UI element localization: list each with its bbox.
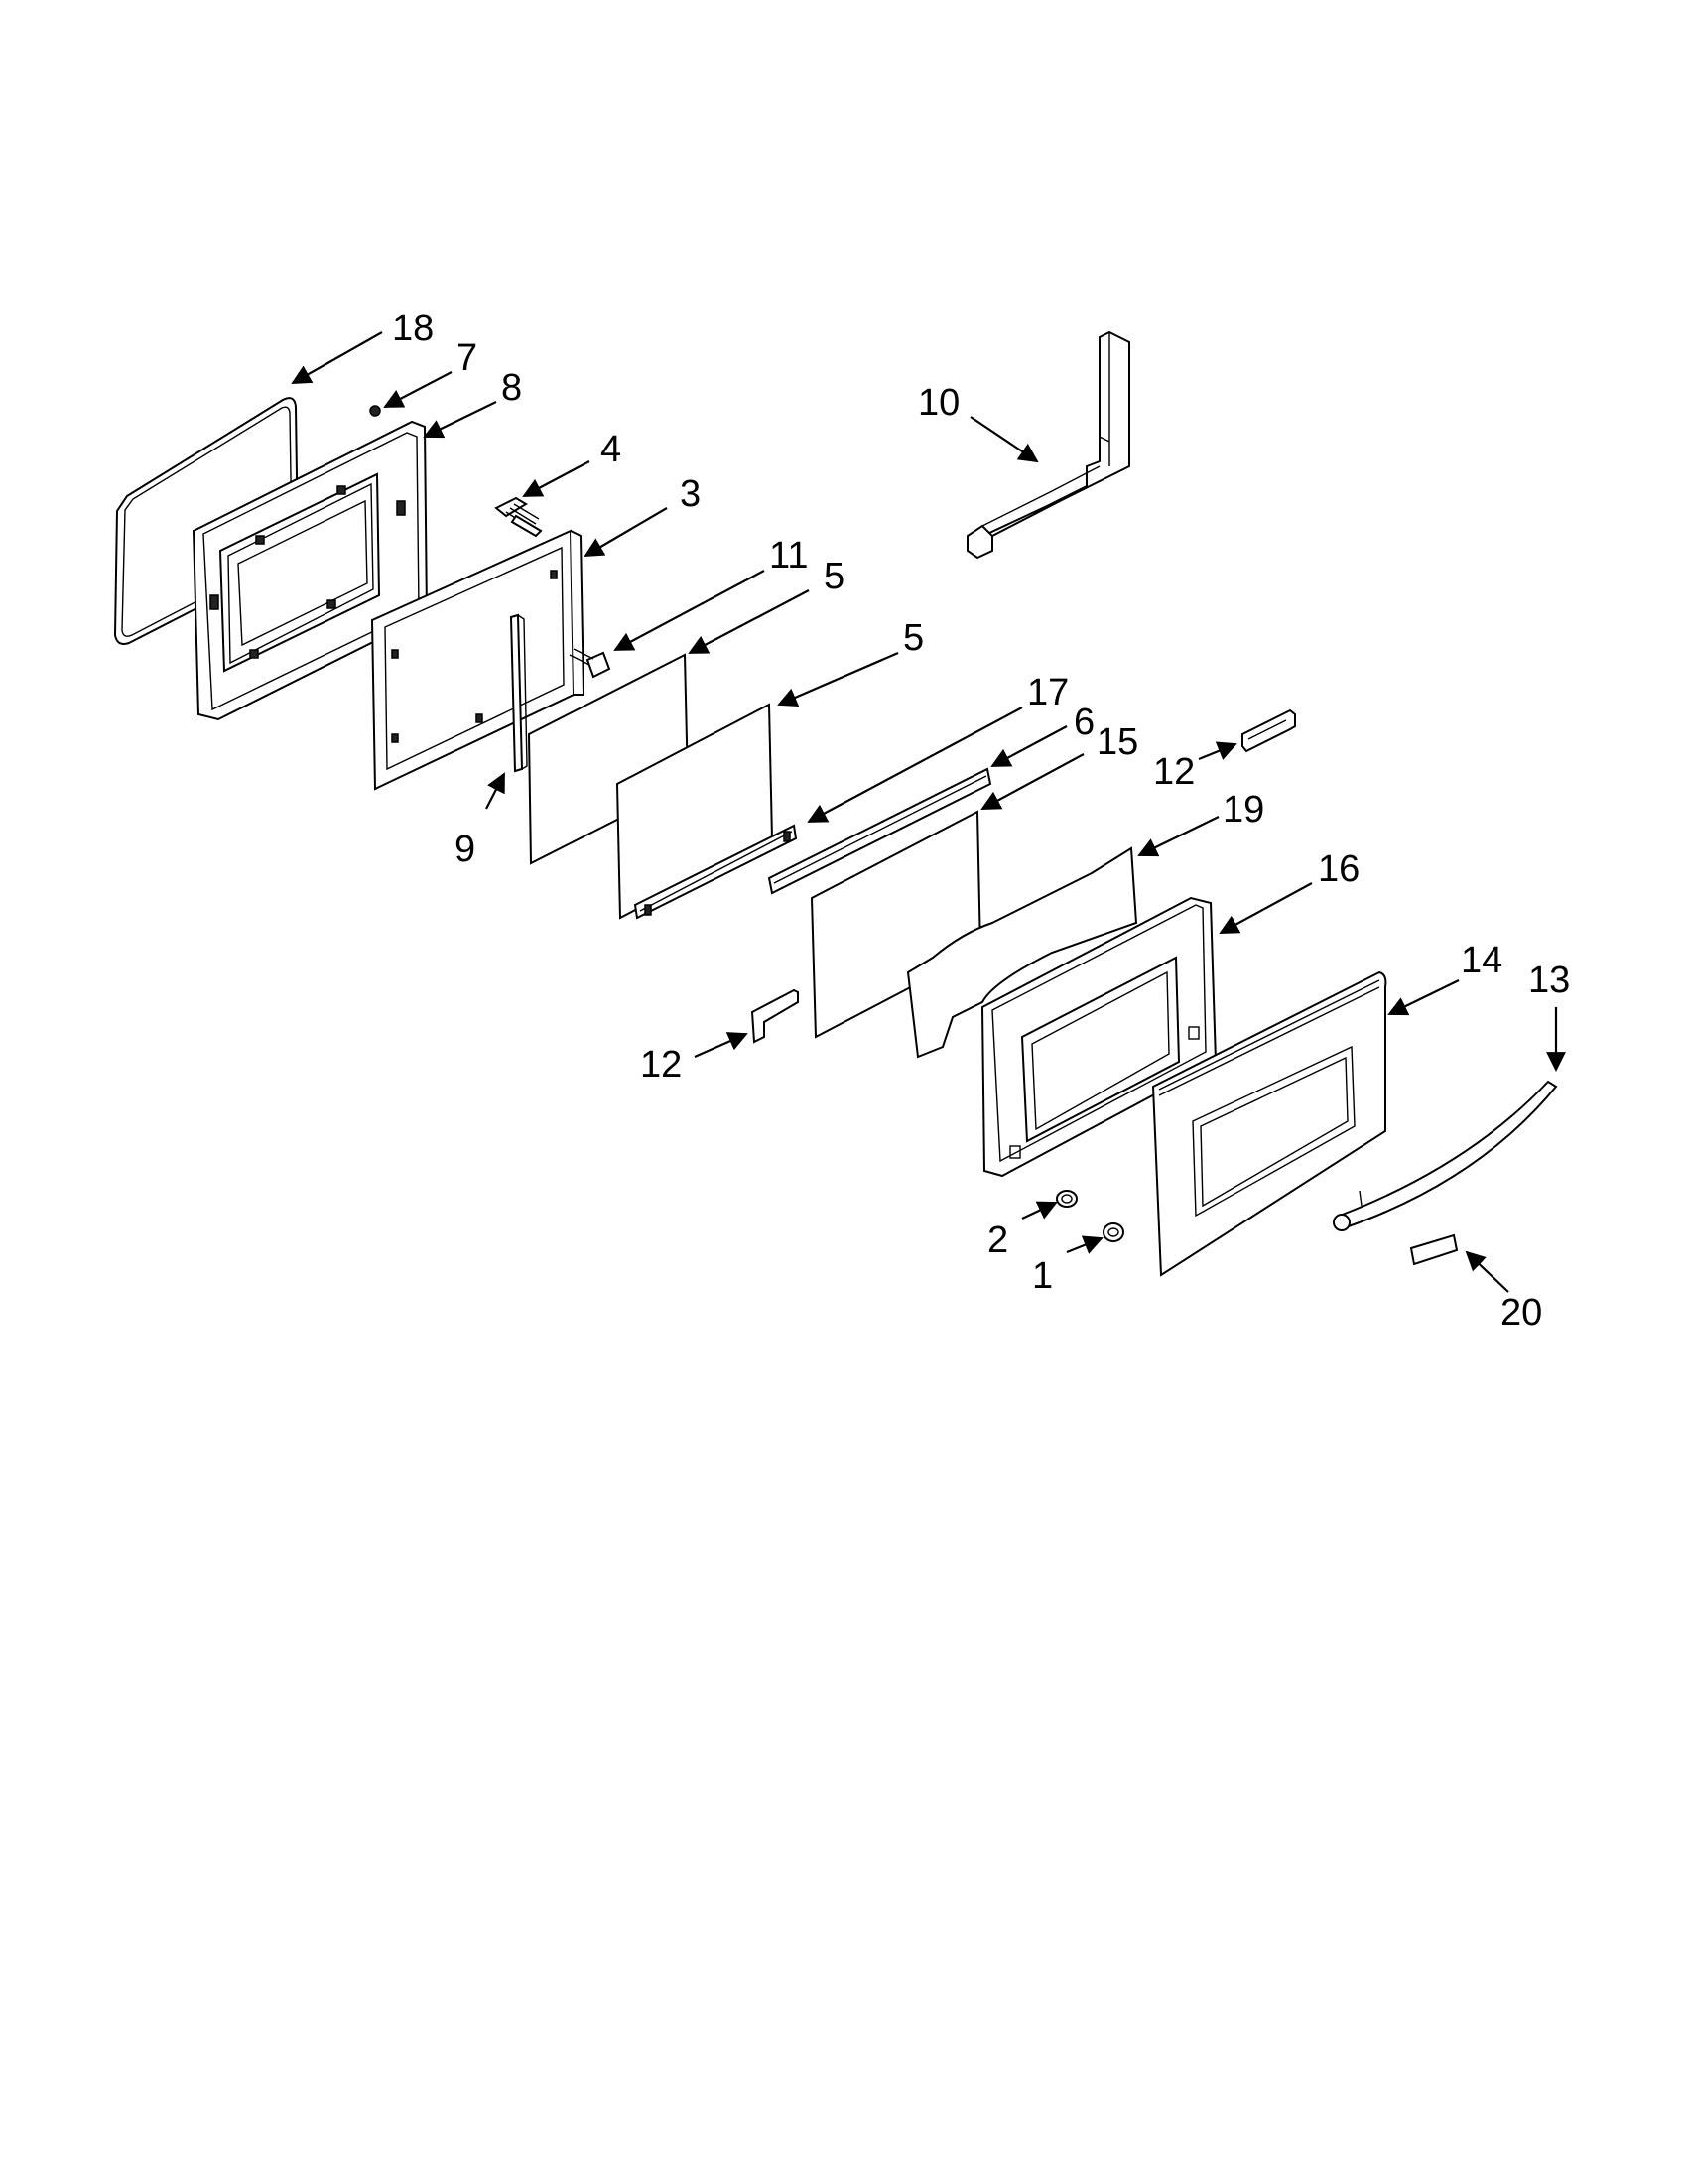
- part-3-door-baffle: [370, 529, 585, 791]
- part-1-washer: [1103, 1222, 1124, 1242]
- part-2-nut: [1056, 1190, 1078, 1208]
- callout-19: 19: [1223, 789, 1264, 831]
- leader-5b: [777, 651, 899, 707]
- part-19-insulation: [906, 846, 1138, 1059]
- leader-6: [990, 725, 1068, 767]
- leader-12a: [1198, 741, 1237, 761]
- leader-4: [522, 460, 590, 497]
- callout-20: 20: [1500, 1292, 1542, 1334]
- callout-1: 1: [1032, 1255, 1053, 1297]
- callout-12-lower: 12: [640, 1044, 682, 1086]
- callout-4: 4: [600, 429, 621, 470]
- leader-7: [383, 371, 453, 408]
- callout-11: 11: [769, 535, 808, 577]
- part-12-bracket-upper: [1241, 708, 1296, 753]
- callout-labels: 18 7 8 4 3 11 5 5 9 10 17 6 15 12 19 16 …: [392, 308, 1570, 1334]
- leader-1: [1066, 1235, 1104, 1254]
- callout-10: 10: [918, 382, 960, 424]
- callout-5-rear: 5: [824, 556, 844, 597]
- leader-lines: [291, 331, 1566, 1293]
- callout-18: 18: [392, 308, 434, 349]
- part-7-screw: [369, 405, 381, 417]
- callout-8: 8: [501, 367, 522, 409]
- leader-18: [291, 331, 383, 384]
- leader-16: [1219, 882, 1313, 934]
- callout-13: 13: [1528, 960, 1570, 1001]
- part-10-vent-duct: [967, 330, 1130, 560]
- callout-12-upper: 12: [1153, 751, 1195, 793]
- leader-15: [980, 753, 1085, 810]
- leader-3: [584, 507, 668, 558]
- callout-15: 15: [1097, 721, 1138, 763]
- leader-19: [1137, 816, 1220, 857]
- part-16-outer-door-frame: [980, 896, 1218, 1178]
- callout-17: 17: [1027, 672, 1069, 713]
- leader-14: [1387, 979, 1460, 1016]
- leader-9: [485, 772, 505, 810]
- part-11-screw: [569, 648, 611, 679]
- leader-17: [807, 707, 1023, 823]
- part-9-bracket: [509, 613, 528, 773]
- callout-9: 9: [454, 829, 475, 870]
- callout-14: 14: [1461, 940, 1502, 981]
- callout-7: 7: [456, 337, 477, 379]
- leader-11: [613, 570, 765, 651]
- leader-8: [423, 401, 497, 439]
- callout-5-front: 5: [903, 617, 924, 659]
- leader-12b: [694, 1032, 748, 1059]
- part-12-bracket-lower: [750, 988, 799, 1044]
- part-17-glass-retainer: [633, 824, 798, 920]
- part-6-trim-strip: [767, 767, 992, 895]
- leader-20: [1465, 1250, 1509, 1293]
- callout-2: 2: [987, 1220, 1008, 1261]
- leader-10: [970, 416, 1039, 463]
- part-13-door-handle: [1333, 1080, 1558, 1231]
- callout-3: 3: [680, 473, 701, 515]
- leader-2: [1021, 1201, 1058, 1220]
- leader-5a: [688, 589, 810, 654]
- part-14-door-outer-panel: [1151, 970, 1387, 1277]
- part-20-end-cap: [1409, 1233, 1459, 1266]
- part-4-hinge-screw: [494, 496, 543, 538]
- callout-6: 6: [1074, 702, 1095, 743]
- callout-16: 16: [1318, 848, 1360, 890]
